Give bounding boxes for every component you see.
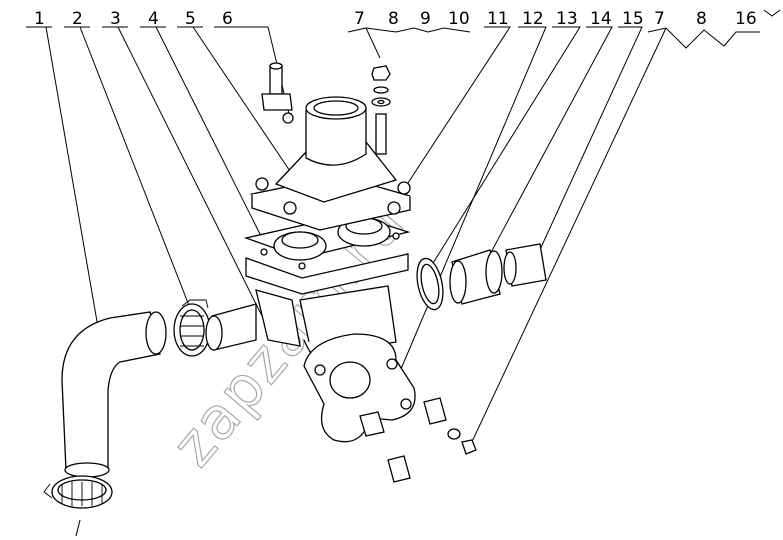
hose-clamp-lower — [43, 475, 113, 509]
callout-4: 4 — [148, 9, 159, 29]
leader-lines — [26, 9, 781, 537]
callout-labels: 1 2 3 4 5 6 7 8 9 10 11 12 13 14 15 7 8 … — [34, 9, 757, 29]
callout-8a: 8 — [388, 9, 399, 29]
callout-1: 1 — [34, 9, 45, 29]
callout-2: 2 — [72, 9, 83, 29]
drain-fittings-part-16 — [359, 397, 477, 483]
callout-16: 16 — [735, 9, 757, 29]
callout-12: 12 — [522, 9, 544, 29]
housing-cover-part-5 — [249, 96, 411, 231]
callout-5: 5 — [185, 9, 196, 29]
callout-9: 9 — [420, 9, 431, 29]
union-nut-part-15 — [503, 243, 547, 287]
adapter-fitting-part-14 — [449, 249, 503, 305]
callout-7a: 7 — [354, 9, 365, 29]
callout-7b: 7 — [654, 9, 665, 29]
thermostat-elements — [273, 217, 391, 261]
callout-13: 13 — [556, 9, 578, 29]
hose-clamp-upper — [173, 299, 211, 357]
callout-14: 14 — [590, 9, 612, 29]
hose-part-1 — [61, 311, 167, 478]
callout-10: 10 — [448, 9, 470, 29]
lower-flange-part-12 — [303, 333, 416, 443]
gasket-ring-part-13 — [416, 257, 444, 311]
callout-11: 11 — [487, 9, 509, 29]
temperature-sensor-part-6 — [261, 62, 294, 124]
callout-6: 6 — [222, 9, 233, 29]
callout-3: 3 — [110, 9, 121, 29]
callout-15: 15 — [622, 9, 644, 29]
callout-8b: 8 — [696, 9, 707, 29]
fastener-stack-top — [371, 65, 391, 155]
